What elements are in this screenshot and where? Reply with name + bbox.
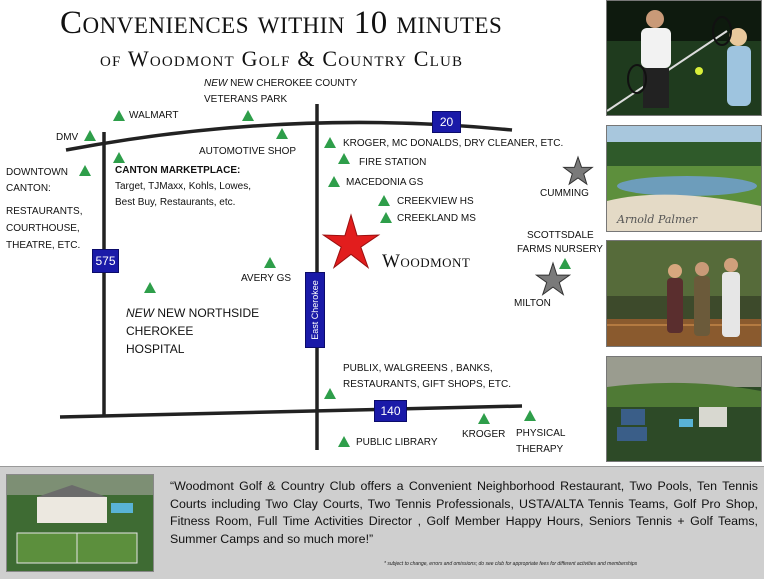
label-physical-therapy-1: PHYSICAL [516,428,566,439]
label-canton-2: Best Buy, Restaurants, etc. [115,197,236,208]
milton-star-icon [534,261,572,296]
photo-clubhouse-aerial-image [607,357,761,461]
marker-library [338,436,350,447]
cumming-star-icon [562,155,594,186]
road-hwy-140 [59,404,523,419]
label-cumming: CUMMING [540,188,589,199]
woodmont-star-icon [321,213,381,269]
photo-social [606,240,762,347]
marker-scottsdale [559,258,571,269]
label-downtown-4: COURTHOUSE, [6,223,80,234]
label-downtown-3: RESTAURANTS, [6,206,83,217]
label-canton-title: CANTON MARKETPLACE: [115,165,241,176]
shield-hwy-20: 20 [432,111,461,133]
photo-tennis-image [607,1,761,115]
photo-tennis [606,0,762,116]
label-dmv: DMV [56,132,79,143]
label-walmart: WALMART [129,110,179,121]
label-milton: MILTON [514,298,551,309]
marker-creekland [380,212,392,223]
label-hospital-2: CHEROKEE [126,324,194,338]
label-hospital-3: HOSPITAL [126,342,185,356]
shield-east-cherokee: East Cherokee [305,272,325,348]
page-subtitle: of Woodmont Golf & Country Club [100,46,464,71]
label-avery: AVERY GS [241,273,292,284]
label-hospital-1: NEW NEW NORTHSIDE [126,306,260,320]
label-downtown-2: CANTON: [6,183,51,194]
marker-kroger-mcd [324,137,336,148]
label-macedonia: MACEDONIA GS [346,177,424,188]
shield-hwy-140: 140 [374,400,407,422]
photo-signature: Arnold Palmer [616,213,698,226]
shield-i575: 575 [92,249,119,273]
label-veterans-park-2: VETERANS PARK [204,94,288,105]
photo-social-image [607,241,761,346]
photo-clubhouse-image [7,475,153,571]
label-fire-station: FIRE STATION [359,157,427,168]
amenities-quote: “Woodmont Golf & Country Club offers a C… [170,479,758,546]
label-kroger-mcd: KROGER, MC DONALDS, DRY CLEANER, ETC. [343,138,564,149]
marker-kroger-140 [478,413,490,424]
label-kroger-140: KROGER [462,429,506,440]
label-woodmont: Woodmont [382,251,471,272]
marker-physical-therapy [524,410,536,421]
label-downtown-5: THEATRE, ETC. [6,240,81,251]
label-canton-1: Target, TJMaxx, Kohls, Lowes, [115,181,251,192]
marker-avery [264,257,276,268]
marker-walmart [113,110,125,121]
marker-creekview [378,195,390,206]
east-cherokee-label: East Cherokee [310,280,320,340]
marker-automotive [276,128,288,139]
marker-veterans-park [242,110,254,121]
page-title: Conveniences within 10 minutes [60,5,503,41]
label-scottsdale-1: SCOTTSDALE [527,230,594,241]
label-hospital-name: NEW NORTHSIDE [157,306,260,320]
marker-fire-station [338,153,350,164]
photo-clubhouse-aerial [606,356,762,462]
footnote: * subject to change, errors and omission… [384,561,638,567]
label-veterans-park-1: NEW NEW CHEROKEE COUNTY [204,78,358,89]
marker-dmv [84,130,96,141]
marker-hospital [144,282,156,293]
photo-golf-course-image: Arnold Palmer [607,126,761,231]
label-creekview: CREEKVIEW HS [397,196,474,207]
photo-clubhouse [6,474,154,572]
label-scottsdale-2: FARMS NURSERY [517,244,603,255]
marker-canton-marketplace [113,152,125,163]
marker-macedonia [328,176,340,187]
label-publix-2: RESTAURANTS, GIFT SHOPS, ETC. [343,379,511,390]
photo-golf-course: Arnold Palmer [606,125,762,232]
label-publix-1: PUBLIX, WALGREENS , BANKS, [343,363,493,374]
marker-downtown-canton [79,165,91,176]
label-physical-therapy-2: THERAPY [516,444,564,455]
marker-publix [324,388,336,399]
label-automotive: AUTOMOTIVE SHOP [199,146,297,157]
label-creekland: CREEKLAND MS [397,213,476,224]
label-downtown-1: DOWNTOWN [6,167,69,178]
label-library: PUBLIC LIBRARY [356,437,438,448]
label-veterans-park-name: NEW CHEROKEE COUNTY [230,78,358,89]
